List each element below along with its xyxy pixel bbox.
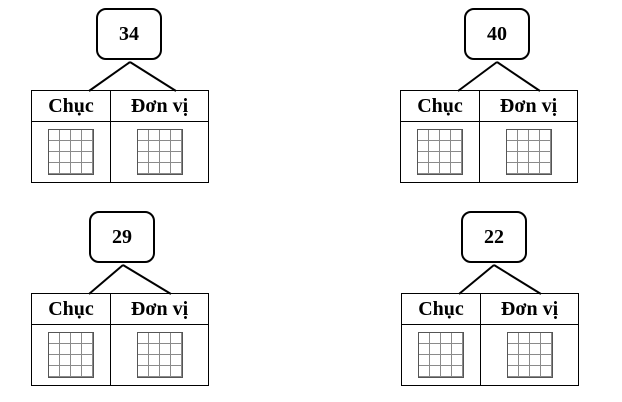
tens-grid[interactable] <box>418 332 465 378</box>
number-value: 40 <box>487 22 507 45</box>
ones-cell <box>479 121 578 183</box>
ones-grid[interactable] <box>136 129 183 175</box>
header-tens: Chục <box>30 293 112 325</box>
header-ones: Đơn vị <box>479 90 578 122</box>
number-box: 40 <box>464 8 530 60</box>
number-value: 29 <box>112 225 132 248</box>
header-ones: Đơn vị <box>110 90 209 122</box>
ones-grid[interactable] <box>506 332 553 378</box>
ones-cell <box>110 121 209 183</box>
ones-grid[interactable] <box>136 332 183 378</box>
header-ones: Đơn vị <box>480 293 579 325</box>
header-tens: Chục <box>400 293 482 325</box>
tens-grid[interactable] <box>417 129 464 175</box>
place-value-unit-3: 29 Chục Đơn vị <box>30 210 221 400</box>
ones-cell <box>480 324 579 386</box>
tens-grid[interactable] <box>48 129 95 175</box>
ones-cell <box>110 324 209 386</box>
place-value-table: Chục Đơn vị <box>30 90 209 183</box>
place-value-unit-4: 22 Chục Đơn vị <box>400 210 591 400</box>
connector-lines <box>88 264 172 295</box>
tens-grid[interactable] <box>48 332 95 378</box>
place-value-table: Chục Đơn vị <box>399 90 578 183</box>
header-ones: Đơn vị <box>110 293 209 325</box>
place-value-table: Chục Đơn vị <box>400 293 579 386</box>
number-box: 34 <box>96 8 162 60</box>
tens-cell <box>399 121 481 183</box>
number-box: 22 <box>461 211 527 263</box>
number-value: 34 <box>119 22 139 45</box>
place-value-unit-2: 40 Chục Đơn vị <box>399 7 590 197</box>
place-value-unit-1: 34 Chục Đơn vị <box>30 7 221 197</box>
place-value-table: Chục Đơn vị <box>30 293 209 386</box>
number-box: 29 <box>89 211 155 263</box>
tens-cell <box>30 324 112 386</box>
number-value: 22 <box>484 225 504 248</box>
tens-cell <box>30 121 112 183</box>
header-tens: Chục <box>30 90 112 122</box>
tens-cell <box>400 324 482 386</box>
header-tens: Chục <box>399 90 481 122</box>
ones-grid[interactable] <box>505 129 552 175</box>
connector-lines <box>457 61 541 92</box>
connector-lines <box>458 264 542 295</box>
connector-lines <box>88 61 177 92</box>
